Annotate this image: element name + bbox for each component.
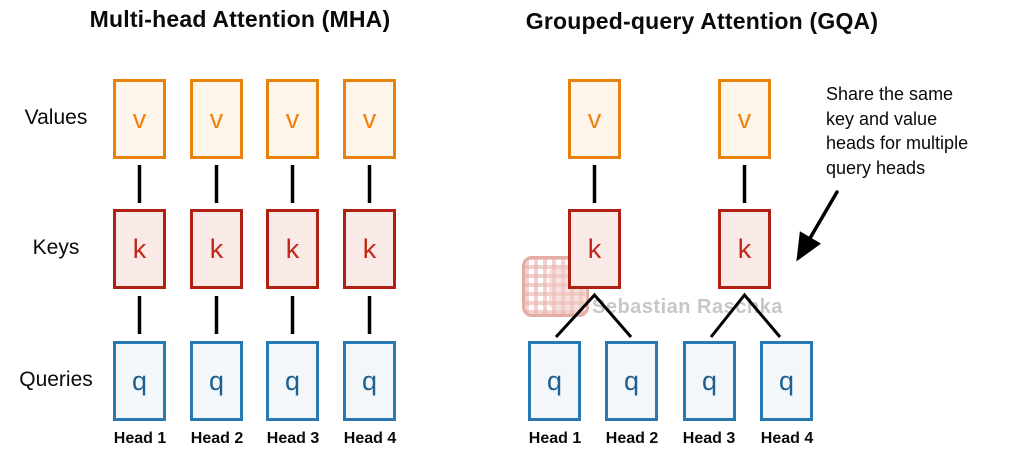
value-letter: v bbox=[362, 103, 377, 134]
mha-key-box-3: k bbox=[266, 209, 319, 289]
key-letter: k bbox=[285, 233, 300, 264]
key-letter: k bbox=[737, 233, 752, 264]
mha-value-box-4: v bbox=[343, 79, 396, 159]
mha-key-box-4: k bbox=[343, 209, 396, 289]
key-letter: k bbox=[209, 233, 224, 264]
gqa-query-box-4: q bbox=[760, 341, 813, 421]
query-letter: q bbox=[361, 365, 378, 396]
value-letter: v bbox=[587, 103, 602, 134]
gqa-key-box-2: k bbox=[718, 209, 771, 289]
mha-key-box-2: k bbox=[190, 209, 243, 289]
annotation-line: Share the same bbox=[826, 84, 954, 104]
mha-query-box-3: q bbox=[266, 341, 319, 421]
annotation-line: query heads bbox=[826, 157, 926, 178]
mha-title: Multi-head Attention (MHA) bbox=[89, 6, 391, 32]
gqa-value-box-2: v bbox=[718, 79, 771, 159]
query-letter: q bbox=[623, 365, 640, 396]
mha-head-label-1: Head 1 bbox=[113, 430, 167, 447]
annotation-line: key and value bbox=[826, 108, 938, 129]
mha-head-label-3: Head 3 bbox=[266, 430, 320, 447]
annotation-note: Share the same key and value heads for m… bbox=[826, 82, 1016, 180]
mha-query-box-4: q bbox=[343, 341, 396, 421]
value-letter: v bbox=[132, 103, 147, 134]
annotation-arrow bbox=[796, 190, 839, 262]
mha-head-label-2: Head 2 bbox=[190, 430, 244, 447]
mha-key-box-1: k bbox=[113, 209, 166, 289]
query-letter: q bbox=[546, 365, 563, 396]
gqa-head-label-3: Head 3 bbox=[682, 430, 736, 447]
gqa-title: Grouped-query Attention (GQA) bbox=[525, 8, 879, 34]
gqa-query-box-3: q bbox=[683, 341, 736, 421]
gqa-vk-connectors bbox=[592, 165, 747, 203]
value-letter: v bbox=[737, 103, 752, 134]
row-label-keys: Keys bbox=[32, 236, 80, 259]
mha-value-box-2: v bbox=[190, 79, 243, 159]
watermark-text: Sebastian Raschka bbox=[592, 296, 783, 318]
row-label-queries: Queries bbox=[19, 368, 93, 391]
query-letter: q bbox=[131, 365, 148, 396]
gqa-head-label-1: Head 1 bbox=[528, 430, 582, 447]
mha-head-label-4: Head 4 bbox=[343, 430, 397, 447]
row-label-values: Values bbox=[24, 106, 88, 129]
value-letter: v bbox=[209, 103, 224, 134]
mha-query-box-2: q bbox=[190, 341, 243, 421]
annotation-line: heads for multiple bbox=[826, 133, 969, 153]
key-letter: k bbox=[587, 233, 602, 264]
query-letter: q bbox=[208, 365, 225, 396]
gqa-value-box-1: v bbox=[568, 79, 621, 159]
mha-vk-connectors bbox=[137, 165, 372, 203]
mha-value-box-1: v bbox=[113, 79, 166, 159]
gqa-key-box-1: k bbox=[568, 209, 621, 289]
gqa-head-label-2: Head 2 bbox=[605, 430, 659, 447]
key-letter: k bbox=[132, 233, 147, 264]
gqa-query-box-1: q bbox=[528, 341, 581, 421]
query-letter: q bbox=[284, 365, 301, 396]
query-letter: q bbox=[701, 365, 718, 396]
key-letter: k bbox=[362, 233, 377, 264]
mha-value-box-3: v bbox=[266, 79, 319, 159]
gqa-head-label-4: Head 4 bbox=[760, 430, 814, 447]
mha-query-box-1: q bbox=[113, 341, 166, 421]
query-letter: q bbox=[778, 365, 795, 396]
value-letter: v bbox=[285, 103, 300, 134]
gqa-query-box-2: q bbox=[605, 341, 658, 421]
mha-kq-connectors bbox=[137, 296, 372, 334]
